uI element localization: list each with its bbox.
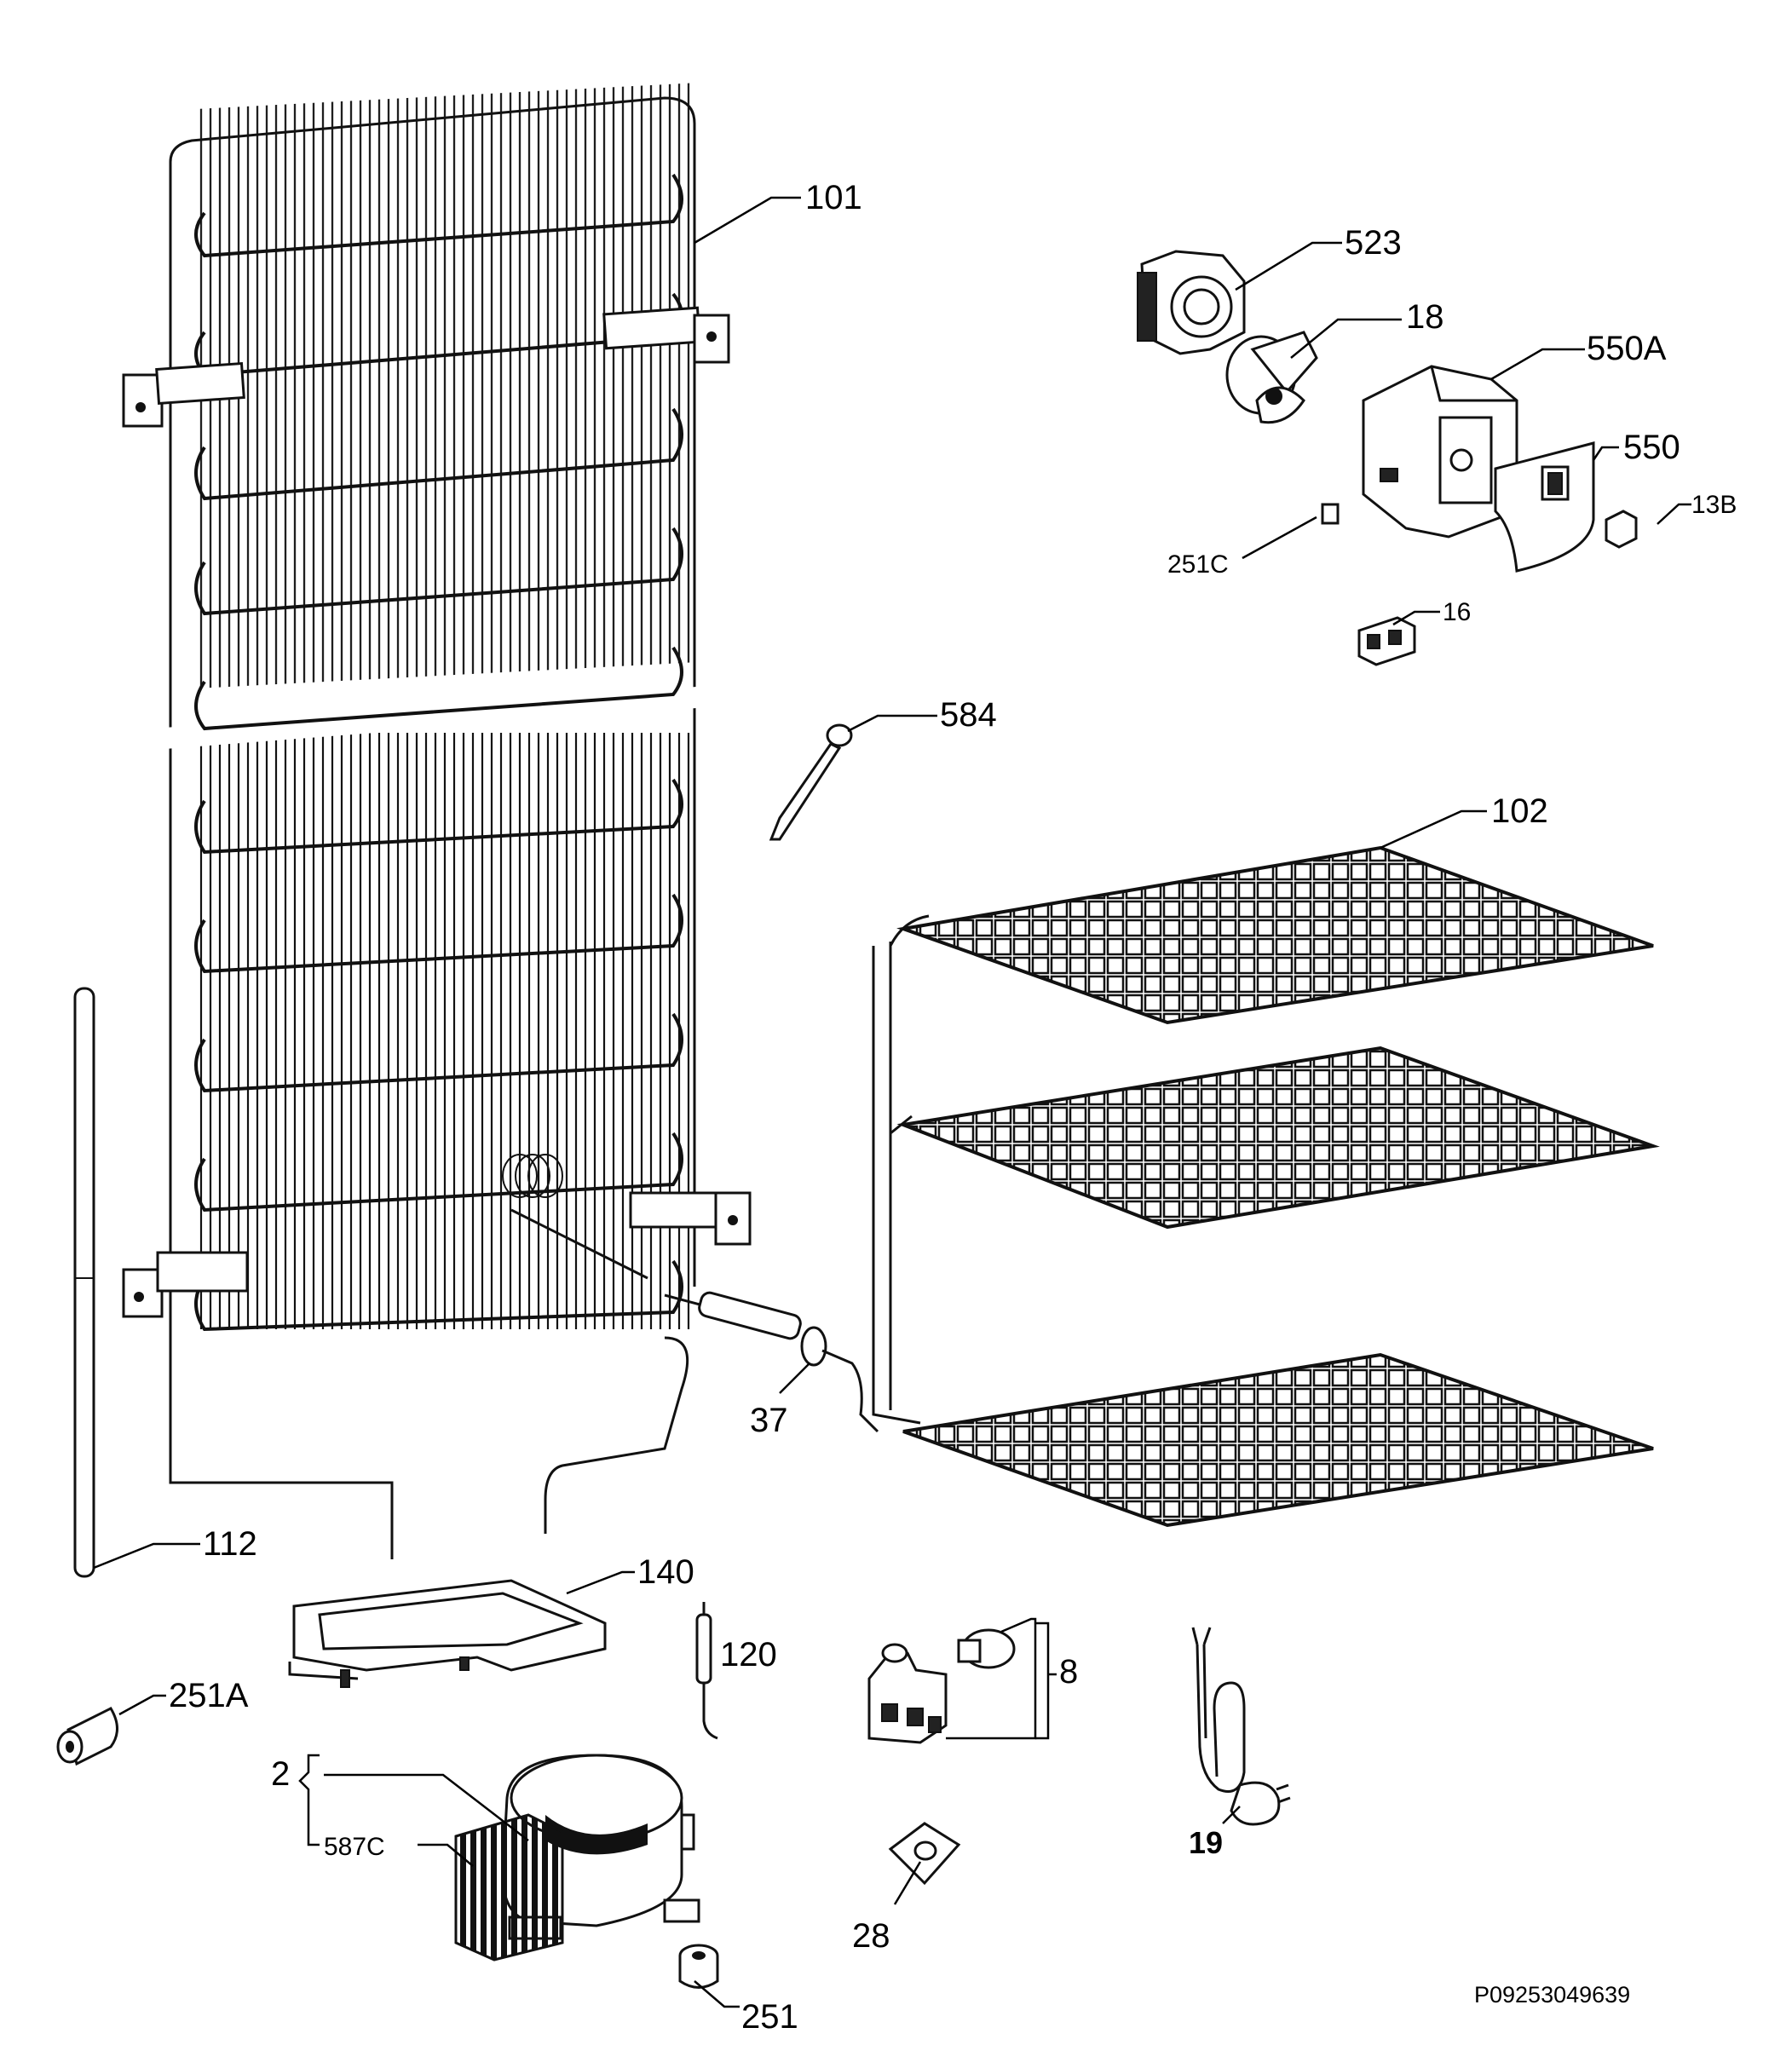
evaporator-shelf-middle [896, 1046, 1660, 1230]
condenser-bracket-bottom-right [629, 1191, 752, 1246]
label-101: 101 [805, 179, 862, 216]
grommet-251a [56, 1707, 118, 1766]
starter-heatsink [454, 1813, 564, 1961]
label-550a: 550A [1587, 330, 1667, 367]
label-140: 140 [637, 1553, 694, 1591]
relay-overload [867, 1628, 1016, 1744]
clip-28 [888, 1822, 961, 1886]
lamp-cover [1494, 441, 1595, 573]
drain-tube [73, 987, 95, 1578]
condenser-bracket-top-left [122, 361, 245, 428]
label-550: 550 [1623, 429, 1680, 466]
condenser [122, 83, 752, 1559]
label-587c: 587C [324, 1833, 385, 1861]
label-102: 102 [1491, 792, 1548, 830]
label-112: 112 [203, 1525, 257, 1563]
capillary-coil [502, 1154, 563, 1198]
label-120: 120 [720, 1636, 777, 1673]
switch-13b [1605, 510, 1638, 549]
condenser-bracket-bottom-left [122, 1251, 249, 1318]
fan-housing [1137, 250, 1246, 355]
rubber-foot-251 [678, 1944, 719, 1989]
connector-16 [1357, 616, 1416, 666]
label-18: 18 [1406, 298, 1444, 336]
power-cord [1191, 1627, 1291, 1826]
leader-lines [93, 196, 1691, 2008]
label-13b: 13B [1691, 491, 1737, 519]
label-37: 37 [750, 1402, 788, 1439]
clip-584 [769, 723, 853, 841]
condenser-bracket-top-right [602, 306, 730, 364]
label-523: 523 [1345, 224, 1402, 262]
capillary-dryer-120 [695, 1602, 718, 1740]
label-8: 8 [1059, 1653, 1078, 1691]
spacer-251c [1321, 503, 1340, 525]
evaporator-shelves [872, 845, 1660, 1528]
evaporator-shelf-top [896, 845, 1654, 1025]
label-19: 19 [1189, 1825, 1223, 1860]
label-584: 584 [940, 696, 997, 734]
label-16: 16 [1443, 598, 1471, 626]
part-labels: 101 523 18 550A 550 13B 251C 16 584 102 … [169, 179, 1737, 2036]
label-251a: 251A [169, 1677, 249, 1714]
filter-dryer [664, 1291, 879, 1433]
drip-tray [288, 1579, 607, 1688]
evaporator-shelf-bottom [902, 1352, 1654, 1528]
diagram-reference-code: P09253049639 [1474, 1982, 1630, 2008]
label-2: 2 [271, 1755, 290, 1793]
label-28: 28 [852, 1917, 890, 1955]
lamp-housing [1362, 365, 1518, 539]
label-251c: 251C [1167, 550, 1229, 579]
label-251: 251 [741, 1998, 798, 2036]
fan-motor [1225, 331, 1318, 424]
